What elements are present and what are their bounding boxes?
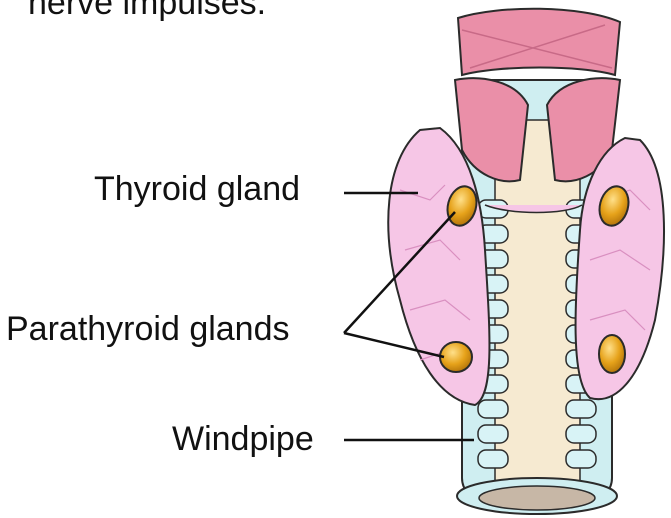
parathyroid-lower-left	[440, 342, 472, 372]
parathyroid-glands-label: Parathyroid glands	[6, 312, 290, 346]
caption-fragment: nerve impulses.	[28, 0, 266, 20]
parathyroid-lower-right	[599, 335, 625, 373]
thyroid-gland-label: Thyroid gland	[94, 172, 300, 206]
windpipe-label: Windpipe	[172, 422, 314, 456]
